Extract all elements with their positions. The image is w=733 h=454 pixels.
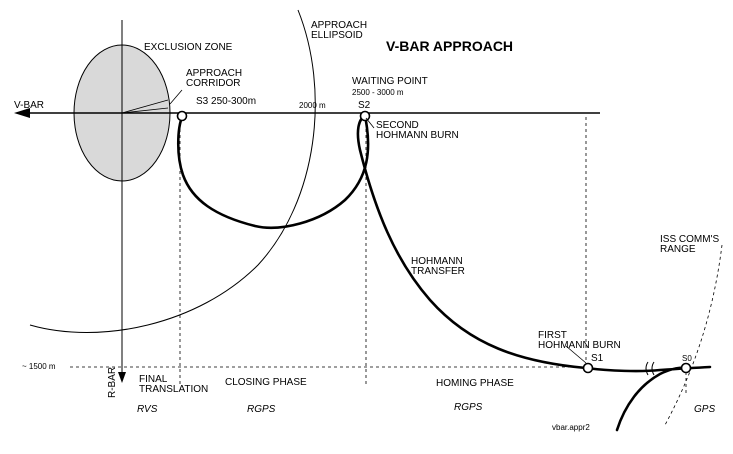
waiting-point-label-2: 2500 - 3000 m [352,88,404,97]
approach-corridor-label-1: APPROACH [186,68,242,79]
final-phase-label-2: TRANSLATION [139,384,208,395]
approach-ellipsoid-label-2: ELLIPSOID [311,30,363,41]
approach-ellipsoid-label-1: APPROACH [311,20,367,31]
rvs-label: RVS [137,404,158,415]
depth-label: ~ 1500 m [22,362,56,371]
s2-point [359,110,371,122]
second-burn-label-1: SECOND [376,120,419,131]
approach-corridor-line-top [121,99,169,114]
iss-comm-range-arc [664,244,723,426]
hohmann-transfer-label-1: HOHMANN [411,256,463,267]
approach-ellipsoid-arc [29,9,316,333]
hohmann-transfer-trajectory [356,114,588,370]
approach-corridor-label-2: CORRIDOR [186,78,240,89]
rgps-label-2: RGPS [454,402,483,413]
s3-label: S3 250-300m [196,96,256,107]
s1-point [582,362,594,374]
s3-point [176,110,188,122]
s0-point [680,362,692,374]
second-burn-leader [365,117,375,129]
closing-trajectory [176,114,370,230]
burn-mark-right [651,361,655,376]
rbar-arrowhead [118,372,126,383]
first-burn-leader [565,345,587,364]
title: V-BAR APPROACH [386,38,513,54]
burn-mark-left [645,361,649,376]
second-burn-label-2: HOHMANN BURN [376,130,459,141]
vbar-arrowhead [14,108,30,118]
initial-approach-trajectory [615,366,688,432]
approach-corridor-line-bottom [121,107,169,114]
rgps-label-1: RGPS [247,404,276,415]
first-burn-label-2: HOHMANN BURN [538,340,621,351]
hohmann-transfer-label-2: TRANSFER [411,266,465,277]
gps-label: GPS [694,404,715,415]
s2-label: S2 [358,100,371,111]
s0-label: S0 [682,354,692,363]
s1-label: S1 [591,353,604,364]
exclusion-zone-label: EXCLUSION ZONE [144,42,233,53]
reference-label: vbar.appr2 [552,423,590,432]
distance-2000-label: 2000 m [299,101,326,110]
first-burn-label-1: FIRST [538,330,567,341]
rbar-label: R-BAR [107,367,118,398]
closing-phase-label: CLOSING PHASE [225,377,307,388]
final-phase-label-1: FINAL [139,374,168,385]
waiting-point-label-1: WAITING POINT [352,76,428,87]
vbar-label: V-BAR [14,100,44,111]
iss-range-label-1: ISS COMM'S [660,234,719,245]
homing-phase-label: HOMING PHASE [436,378,514,389]
approach-corridor-leader [169,89,183,105]
iss-range-label-2: RANGE [660,244,696,255]
homing-trajectory [584,365,712,373]
